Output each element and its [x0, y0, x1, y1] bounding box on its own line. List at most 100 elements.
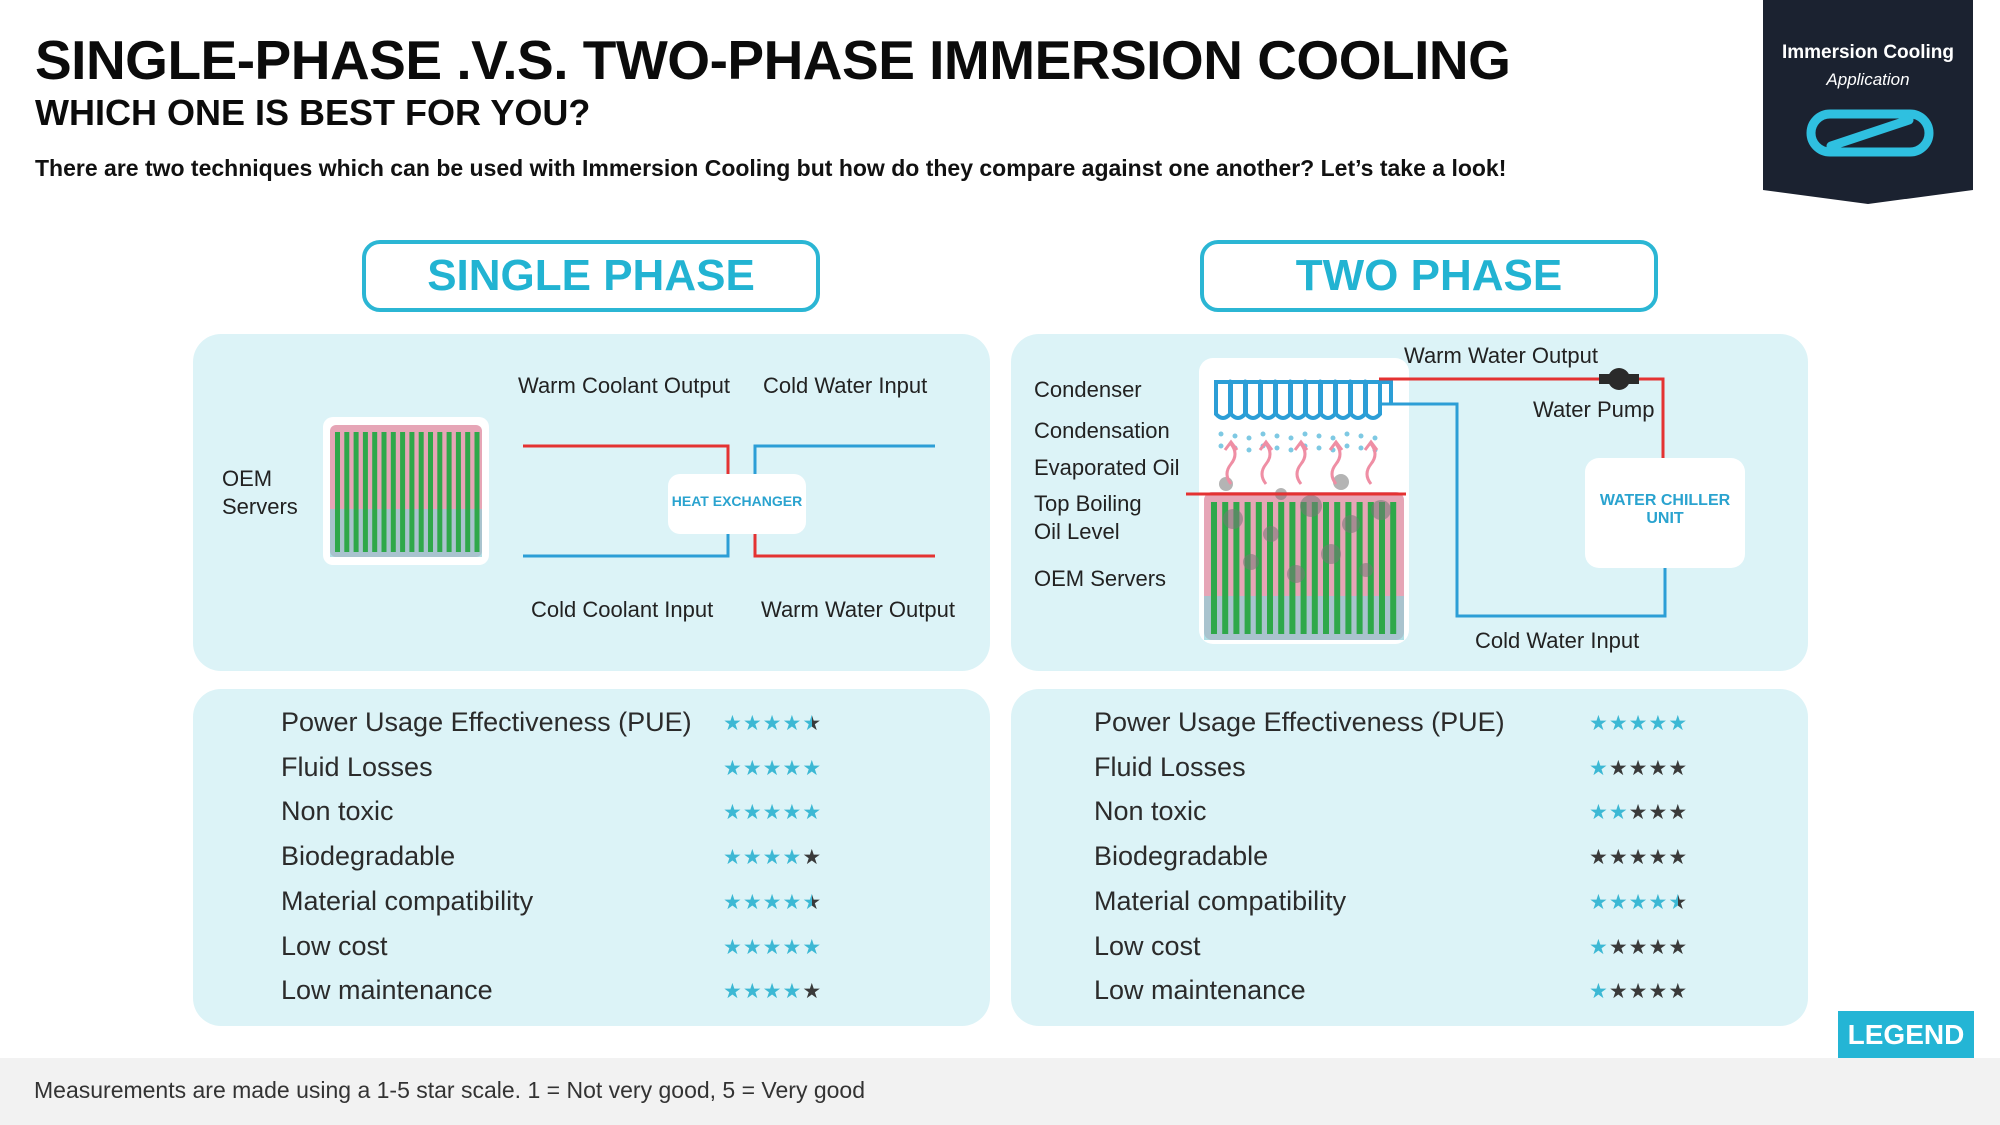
star-icon: ★ [1608, 890, 1629, 914]
condenser-label: Condenser [1034, 377, 1142, 402]
condensation-droplet [1218, 431, 1224, 437]
star-icon: ★ [1589, 980, 1609, 1004]
star-icon: ★ [802, 980, 823, 1004]
star-icon: ★ [1628, 935, 1649, 959]
server-blade [455, 432, 461, 552]
single-phase-heading: SINGLE PHASE [362, 240, 820, 312]
condensation-droplet [1260, 431, 1266, 437]
condensation-droplet [1372, 435, 1378, 441]
page-title: SINGLE-PHASE .V.S. TWO-PHASE IMMERSION C… [35, 29, 1511, 91]
rating-label: Low maintenance [1094, 975, 1306, 1006]
server-blade [428, 432, 433, 552]
page-subtitle: WHICH ONE IS BEST FOR YOU? [35, 92, 591, 133]
star-icon: ★ [723, 712, 743, 735]
cold-coolant-input-label: Cold Coolant Input [531, 597, 714, 622]
server-blade [418, 432, 424, 552]
condensation-label: Condensation [1034, 418, 1170, 443]
star-icon: ★ [1628, 801, 1649, 825]
star-icon: ★ [1648, 935, 1669, 959]
star-rating: ★★★★★ [1589, 800, 1688, 825]
star-rating: ★★★★★ [1589, 935, 1688, 960]
rating-row: Low maintenance★★★★★ [193, 973, 990, 1017]
star-icon: ★ [802, 846, 823, 870]
vapor-arrowhead [1258, 439, 1274, 451]
condensation-droplet [1330, 435, 1336, 441]
condensation-droplet [1274, 445, 1280, 451]
star-rating: ★★★★★ [723, 890, 822, 915]
server-blade [437, 432, 443, 552]
star-icon: ★ [1648, 890, 1669, 914]
legend-button[interactable]: LEGEND [1838, 1011, 1974, 1058]
oil-bubble [1371, 500, 1391, 520]
server-blade [390, 432, 396, 552]
star-icon: ★ [1628, 756, 1649, 780]
star-icon: ★ [742, 712, 763, 735]
star-icon: ★ [762, 712, 783, 735]
star-icon: ★ [1608, 712, 1629, 735]
server-blade [465, 432, 471, 552]
condensation-droplet [1302, 431, 1308, 437]
star-icon: ★ [723, 756, 743, 780]
star-icon: ★ [723, 846, 743, 870]
condensation-droplet [1316, 433, 1322, 439]
star-icon: ★ [762, 935, 783, 959]
oil-bubble [1287, 565, 1305, 583]
star-rating: ★★★★★ [723, 979, 822, 1004]
rating-label: Material compatibility [281, 885, 534, 916]
star-icon: ★ [742, 890, 763, 914]
rating-row: Low cost ★★★★★ [193, 929, 990, 973]
rating-label: Power Usage Effectiveness (PUE) [281, 707, 692, 737]
oem-servers-label-2: OEM Servers [1034, 566, 1167, 591]
star-icon: ★ [1608, 846, 1629, 870]
star-icon: ★ [1668, 712, 1689, 735]
condensation-droplet [1246, 435, 1252, 441]
star-icon: ★ [762, 980, 783, 1004]
footer-note: Measurements are made using a 1-5 star s… [34, 1077, 866, 1103]
star-icon: ★ [1648, 801, 1669, 825]
rating-label: Material compatibility [1094, 885, 1347, 916]
condensation-droplet [1316, 445, 1322, 451]
rating-label: Fluid Losses [1094, 751, 1246, 782]
rating-row: Power Usage Effectiveness (PUE)★★★★★ [193, 705, 990, 749]
star-rating: ★★★★★ [1589, 711, 1688, 736]
star-icon: ★ [1628, 890, 1649, 914]
two-phase-heading: TWO PHASE [1200, 240, 1658, 312]
single-phase-ratings-panel: Power Usage Effectiveness (PUE)★★★★★Flui… [193, 689, 990, 1026]
server-blade [1311, 502, 1318, 634]
vapor-wisp [1295, 443, 1307, 485]
oem-servers-label: OEM Servers [222, 466, 298, 519]
star-icon: ★ [762, 756, 783, 780]
star-icon: ★ [1668, 756, 1689, 780]
condensation-droplet [1246, 447, 1252, 453]
vapor-arrowhead [1293, 439, 1309, 451]
coil-header [1214, 380, 1393, 404]
condensation-droplet [1218, 443, 1224, 449]
rating-label: Non toxic [1094, 796, 1207, 827]
rating-label: Fluid Losses [281, 751, 433, 782]
star-icon: ★ [782, 801, 803, 825]
star-icon: ★ [1628, 980, 1649, 1004]
star-icon: ★ [1608, 756, 1629, 780]
star-rating: ★★★★★ [1589, 756, 1688, 781]
warm-coolant-output-label: Warm Coolant Output [518, 373, 730, 398]
rating-label: Low cost [281, 930, 388, 961]
badge-title: Immersion Cooling [1781, 42, 1955, 63]
star-icon: ★ [1589, 935, 1609, 959]
star-icon: ★ [742, 935, 763, 959]
cold-water-input-label-2: Cold Water Input [1475, 628, 1640, 653]
star-rating: ★★★★★ [723, 756, 822, 781]
star-icon: ★ [802, 801, 823, 825]
oil-bubble [1321, 544, 1341, 564]
server-blade [344, 432, 350, 552]
rating-label: Biodegradable [281, 841, 456, 872]
star-icon: ★ [1648, 846, 1669, 870]
star-rating: ★★★★★ [723, 935, 822, 960]
server-blade [1211, 502, 1217, 634]
star-icon: ★ [1668, 846, 1689, 870]
condensation-droplet [1288, 435, 1294, 441]
star-icon: ★ [1628, 846, 1649, 870]
star-icon: ★ [723, 980, 743, 1004]
vapor-arrowhead [1363, 439, 1379, 451]
footer-bar [0, 1058, 2000, 1125]
infinity-loop-icon [1806, 109, 1934, 157]
